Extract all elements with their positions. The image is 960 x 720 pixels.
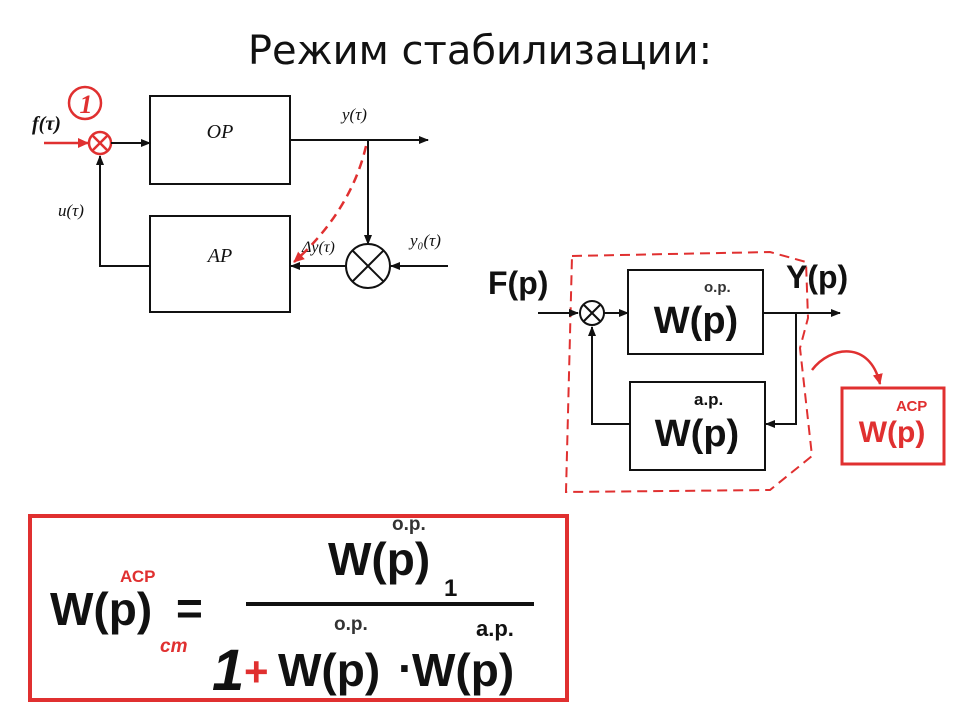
plant-label: ОР (207, 121, 234, 143)
regulator-label: АР (206, 245, 232, 267)
formula-lhs: W(p) (50, 583, 152, 635)
denominator-dot: · (398, 642, 413, 694)
right-feedback-to-regulator (765, 313, 797, 428)
formula-lhs-sup: АСР (120, 567, 155, 586)
regulator-tf-block (629, 381, 766, 471)
numerator-sup: о.р. (392, 514, 426, 535)
right-summing-junction (579, 300, 605, 326)
error-label: Δy(τ) (301, 239, 335, 256)
formula-lhs-sub: ст (160, 636, 188, 657)
control-label: u(τ) (58, 201, 84, 220)
den-w1: W(p) (278, 644, 380, 696)
regulator-tf-sup: а.р. (694, 390, 723, 409)
plant-tf: W(p) (654, 300, 738, 342)
denominator-plus: + (244, 648, 269, 695)
disturbance-marker: 1 (67, 85, 103, 121)
right-block-diagram: F(p) о.р. W(p) Y(p) а.р. W(p) АСР W(p) (488, 250, 946, 494)
left-block-diagram: ОР АР 1 f(τ) y(τ) y₀(τ) (32, 85, 448, 313)
denominator-one: 1 (212, 638, 244, 703)
input-label: f(τ) (32, 113, 61, 135)
f-input-label: F(p) (488, 265, 548, 301)
regulator-tf: W(p) (655, 413, 739, 455)
acs-dashed-boundary (564, 250, 814, 494)
den-w2-sup: а.р. (476, 616, 514, 641)
den-w2: W(p) (412, 644, 514, 696)
formula-equals: = (176, 582, 203, 634)
den-w1-sup: о.р. (334, 614, 368, 635)
acs-tf-sup: АСР (896, 398, 927, 415)
y-output-label: Y(p) (786, 259, 848, 295)
comparator-junction (345, 243, 391, 289)
red-dashed-curve (293, 145, 368, 263)
acs-tf-box (840, 386, 946, 466)
page-title: Режим стабилизации: (247, 28, 713, 74)
numerator-sub: 1 (444, 575, 457, 602)
transfer-function-formula: АСР W(p) ст = о.р. W(p) 1 1 + о.р. W(p) … (28, 514, 569, 703)
red-arrow-to-acs (811, 350, 883, 385)
setpoint-label: y₀(τ) (408, 231, 441, 250)
acs-tf: W(p) (859, 416, 926, 449)
svg-text:1: 1 (80, 90, 93, 119)
numerator: W(p) (328, 533, 430, 585)
formula-frame (28, 514, 569, 702)
input-summing-junction (87, 130, 113, 156)
plant-tf-sup: о.р. (704, 279, 731, 296)
output-label: y(τ) (340, 105, 367, 124)
control-feedback-line (96, 155, 150, 267)
right-regulator-to-sum (588, 326, 630, 425)
